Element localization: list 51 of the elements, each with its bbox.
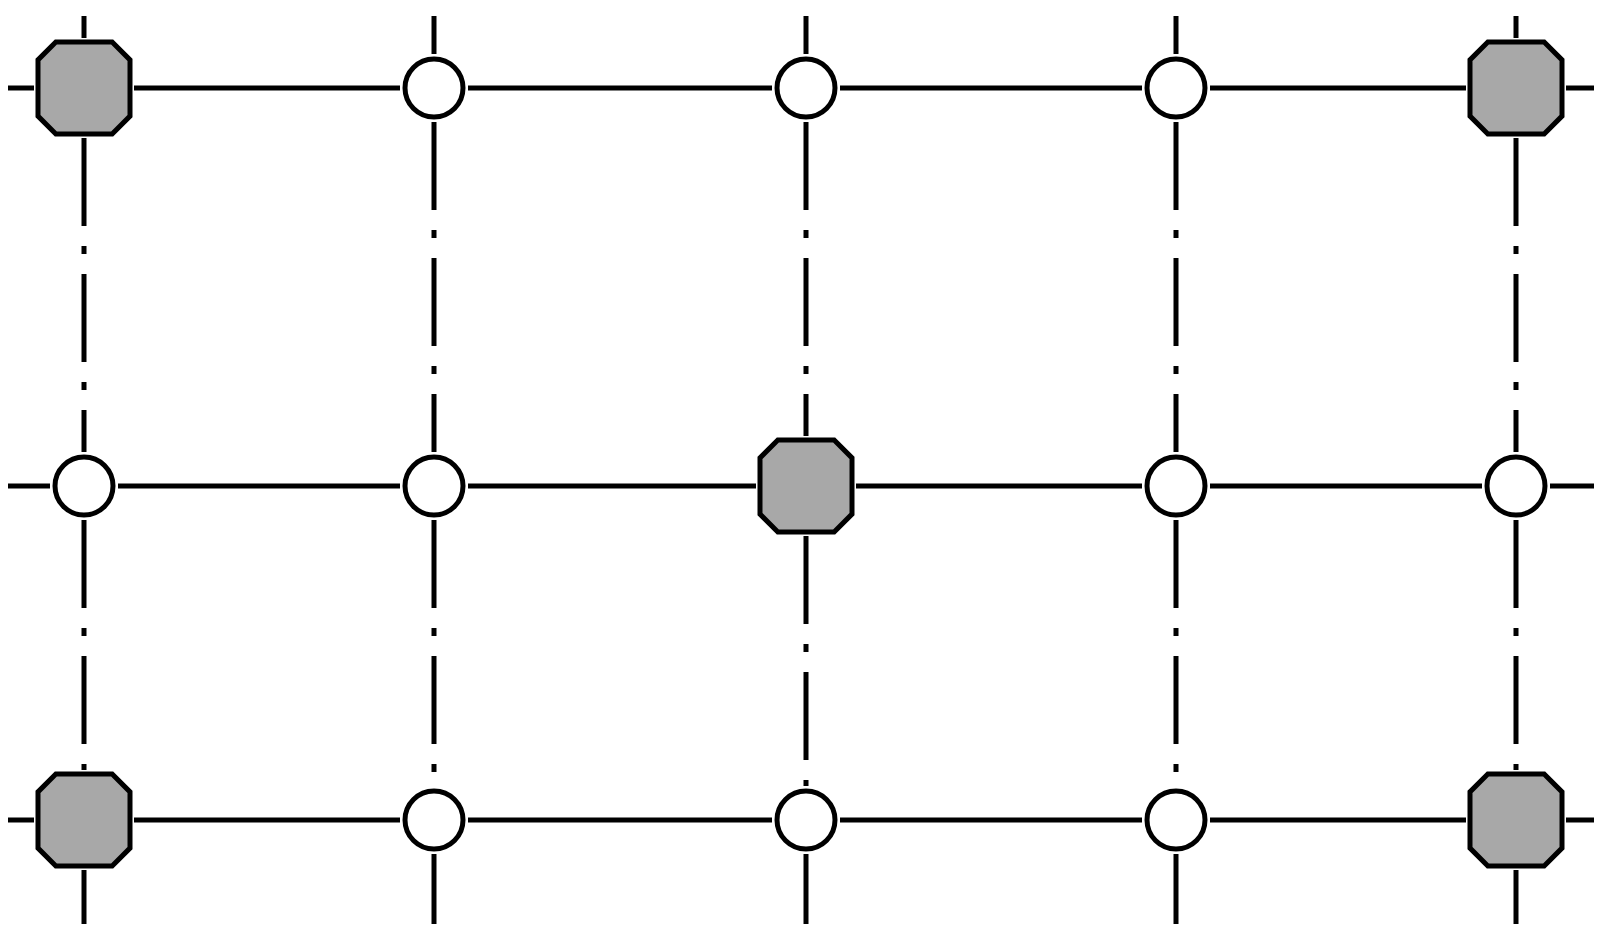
grid-line <box>118 483 400 489</box>
grid-line <box>134 85 400 91</box>
circle-node <box>1144 788 1208 852</box>
dash-dot-line <box>1513 138 1519 452</box>
grid-line <box>468 85 772 91</box>
grid-line <box>1550 483 1594 489</box>
circle-node <box>1144 56 1208 120</box>
grid-line <box>840 817 1142 823</box>
grid-line <box>1566 817 1594 823</box>
grid-line <box>1210 817 1466 823</box>
dash-dot-line <box>803 854 809 924</box>
dash-dot-line <box>1513 520 1519 770</box>
dash-dot-line <box>81 138 87 452</box>
grid-line <box>134 817 400 823</box>
dash-dot-line <box>81 870 87 924</box>
grid-line <box>1566 85 1594 91</box>
dash-dot-line <box>1173 854 1179 924</box>
octagon-node <box>1468 40 1564 136</box>
octagon-node <box>758 438 854 534</box>
dash-dot-line <box>431 122 437 452</box>
grid-line <box>468 817 772 823</box>
dash-dot-line <box>803 16 809 54</box>
octagon-node <box>36 772 132 868</box>
dash-dot-line <box>1173 122 1179 452</box>
dash-dot-line <box>81 520 87 770</box>
dash-dot-line <box>431 16 437 54</box>
grid-line <box>8 85 34 91</box>
dash-dot-line <box>431 854 437 924</box>
circle-node <box>402 56 466 120</box>
circle-node <box>774 56 838 120</box>
circle-node <box>1144 454 1208 518</box>
octagon-node <box>36 40 132 136</box>
circle-node <box>402 788 466 852</box>
circle-node <box>774 788 838 852</box>
grid-line <box>8 483 50 489</box>
dash-dot-line <box>1513 16 1519 38</box>
circle-node <box>1484 454 1548 518</box>
dash-dot-line <box>1513 870 1519 924</box>
grid-line <box>1210 483 1482 489</box>
grid-line <box>468 483 756 489</box>
octagon-node <box>1468 772 1564 868</box>
dash-dot-line <box>803 536 809 786</box>
grid-line <box>1210 85 1466 91</box>
grid-line <box>856 483 1142 489</box>
dash-dot-line <box>803 122 809 436</box>
grid-line <box>8 817 34 823</box>
dash-dot-line <box>1173 16 1179 54</box>
grid-line <box>840 85 1142 91</box>
circle-node <box>52 454 116 518</box>
circle-node <box>402 454 466 518</box>
dash-dot-line <box>81 16 87 38</box>
